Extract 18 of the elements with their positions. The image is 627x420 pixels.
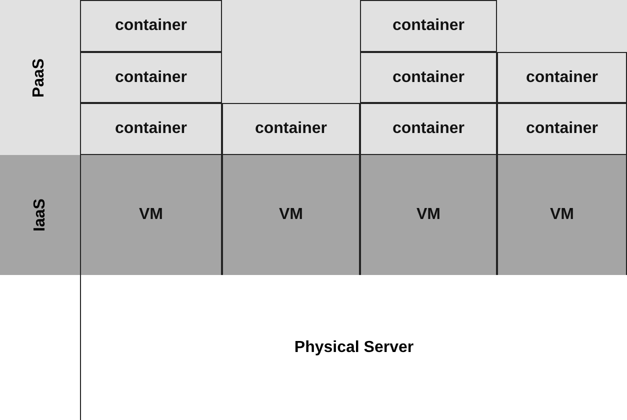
container-box: container: [360, 103, 497, 155]
layer-band: [0, 0, 627, 155]
container-box: container: [360, 0, 497, 52]
layer-label: PaaS: [31, 58, 49, 98]
container-box: container: [497, 52, 627, 103]
layer-label: IaaS: [31, 198, 49, 232]
vm-box: VM: [80, 155, 222, 275]
layer-band: [0, 155, 627, 275]
container-box: container: [80, 0, 222, 52]
container-box: container: [222, 103, 360, 155]
container-box: container: [80, 103, 222, 155]
vm-box: VM: [222, 155, 360, 275]
vm-box: VM: [360, 155, 497, 275]
container-box: container: [360, 52, 497, 103]
container-box: container: [80, 52, 222, 103]
vm-box: VM: [497, 155, 627, 275]
container-box: container: [497, 103, 627, 155]
server-box: Physical Server: [80, 275, 627, 420]
